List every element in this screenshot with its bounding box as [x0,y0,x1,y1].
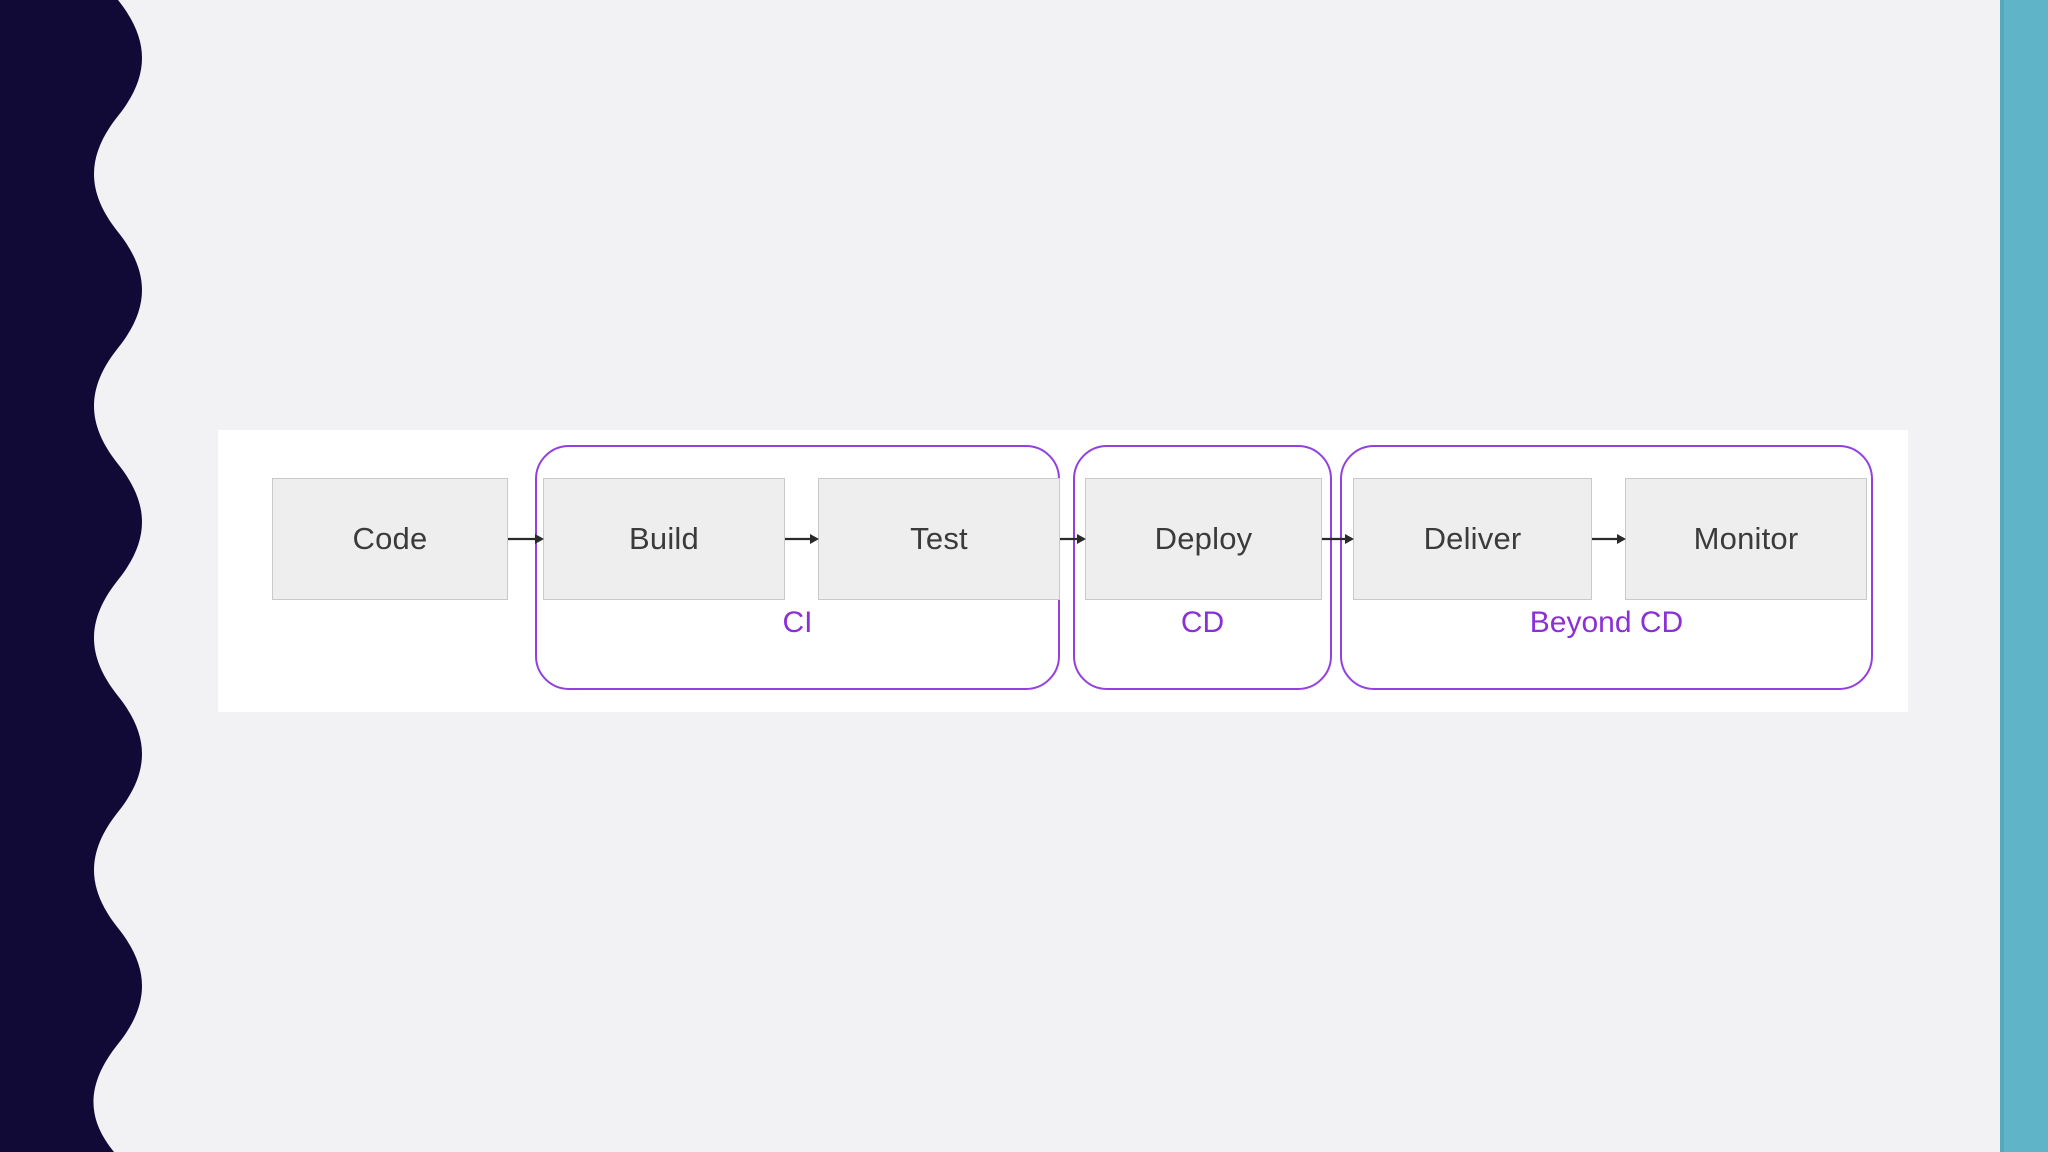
phase-group-beyond-cd [1340,445,1873,690]
arrow-deploy-to-deliver [1322,534,1354,544]
stage-label-test: Test [910,521,968,556]
stage-label-build: Build [629,521,699,556]
arrow-build-to-test [785,534,819,544]
phase-label-beyond-cd: Beyond CD [1529,606,1684,639]
stage-box-test[interactable]: Test [818,478,1060,600]
phase-group-cd [1073,445,1332,690]
stage-box-deliver[interactable]: Deliver [1353,478,1592,600]
stage-box-monitor[interactable]: Monitor [1625,478,1867,600]
stage-box-code[interactable]: Code [272,478,508,600]
phase-label-cd: CD [1180,606,1225,639]
teal-band [2000,0,2048,1152]
stage-label-code: Code [352,521,428,556]
arrow-deliver-to-monitor [1592,534,1626,544]
stage-label-deliver: Deliver [1423,521,1522,556]
stage-label-monitor: Monitor [1693,521,1799,556]
stage-box-deploy[interactable]: Deploy [1085,478,1322,600]
diagram-card: CI CD Beyond CD Code Build Test Deploy D… [218,430,1908,712]
stage-label-deploy: Deploy [1154,521,1253,556]
arrow-code-to-build [508,534,544,544]
phase-label-ci: CI [782,606,813,639]
stage-box-build[interactable]: Build [543,478,785,600]
arrow-test-to-deploy [1060,534,1086,544]
navy-wave-band-icon [0,0,142,1152]
pipeline-diagram: CI CD Beyond CD Code Build Test Deploy D… [218,430,1908,712]
teal-band-edge [2000,0,2004,1152]
